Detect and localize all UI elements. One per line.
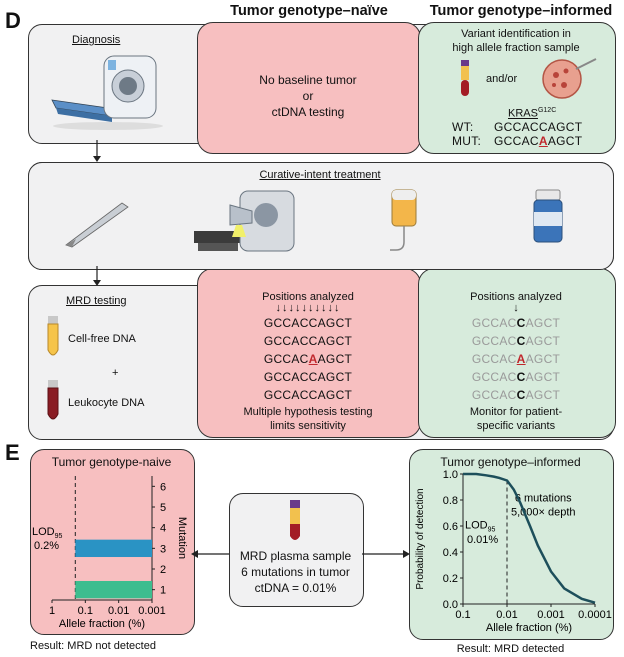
informed-result: Result: MRD detected (456, 643, 565, 655)
mut-sequence: GCCACAAGCT (494, 134, 583, 148)
mrd-testing-label: MRD testing (66, 295, 127, 307)
lod-value-label: 0.01% (467, 534, 498, 546)
lod-subscript: 95 (488, 527, 496, 534)
naive-sequence: GCCACCAGCT (263, 334, 353, 348)
naive-sequence: GCCACCAGCT (263, 370, 353, 384)
naive-mrd-box (197, 268, 421, 438)
informed-column-title: Tumor genotype–informed (429, 3, 613, 19)
wt-sequence: GCCACCAGCT (494, 120, 583, 134)
y-tick-label: 1 (160, 585, 166, 597)
x-tick-label: 0.01 (108, 605, 129, 617)
panel-d-letter: D (5, 8, 21, 33)
arrow-left-icon (191, 550, 229, 558)
x-tick-label: 0.0001 (578, 609, 612, 621)
informed-positions-title: Positions analyzed (470, 291, 562, 303)
arrow-right-icon (362, 550, 410, 558)
kras-label: KRASG12C (508, 107, 557, 120)
blood-tube-icon (461, 60, 469, 96)
wt-label: WT: (452, 120, 474, 134)
informed-sequence: GCCACCAGCT (471, 316, 561, 330)
diagnosis-label: Diagnosis (72, 34, 121, 46)
naive-position-arrows: ↓↓↓↓↓↓↓↓↓↓ (275, 302, 341, 314)
informed-footer: Monitor for patient- specific variants (469, 406, 563, 432)
lod-value-label: 0.2% (34, 540, 59, 552)
informed-sequence: GCCACCAGCT (471, 388, 561, 402)
naive-mutant-sequence: GCCACAAGCT (263, 352, 353, 366)
lod-label: LOD95 (32, 526, 63, 540)
naive-sequence: GCCACCAGCT (263, 388, 353, 402)
informed-chart-box (409, 449, 614, 640)
x-tick-label: 0.001 (138, 605, 166, 617)
y-tick-label: 6 (160, 481, 166, 493)
plus-sign: + (112, 367, 119, 379)
x-tick-label: 0.01 (496, 609, 517, 621)
plasma-tube-icon (290, 500, 300, 540)
y-tick-label: 0.8 (443, 495, 458, 507)
y-tick-label: 4 (160, 523, 166, 535)
informed-chart-title: Tumor genotype–informed (440, 455, 581, 469)
cfdna-label: Cell-free DNA (68, 333, 136, 345)
treatment-label: Curative-intent treatment (259, 169, 381, 181)
y-tick-label: 0.2 (443, 573, 458, 585)
mut-label: MUT: (452, 134, 482, 148)
naive-diagnosis-text: No baseline tumor or ctDNA testing (259, 73, 357, 119)
annotation-line: 5,000× depth (511, 507, 576, 519)
informed-sequence: GCCACCAGCT (471, 334, 561, 348)
bar-mutation-3 (75, 539, 152, 558)
y-tick-label: 0.0 (443, 599, 458, 611)
x-tick-label: 0.1 (455, 609, 470, 621)
treatment-row-front (28, 162, 614, 270)
naive-sequence: GCCACCAGCT (263, 316, 353, 330)
y-axis-label: Mutation (176, 517, 188, 559)
leukocyte-tube-icon (47, 380, 59, 420)
y-tick-label: 5 (160, 502, 166, 514)
leukocyte-label: Leukocyte DNA (68, 397, 145, 409)
x-axis-label: Allele fraction (%) (486, 622, 572, 634)
y-axis-label: Probability of detection (415, 488, 426, 589)
panel-e-letter: E (5, 440, 20, 465)
informed-mutant-sequence: GCCACAAGCT (471, 352, 561, 366)
and-or-text: and/or (486, 73, 518, 85)
detection-curve (463, 472, 596, 604)
y-tick-label: 2 (160, 564, 166, 576)
x-tick-label: 1 (49, 605, 55, 617)
lod-subscript: 95 (55, 533, 63, 540)
radiation-machine-icon (194, 190, 295, 252)
x-tick-label: 0.001 (537, 609, 565, 621)
informed-sequence: GCCACCAGCT (471, 370, 561, 384)
informed-detection-chart: 0.1 0.01 0.001 0.0001 0.0 0.2 0.4 0.6 0.8 1.0Prob… (415, 469, 612, 634)
y-tick-label: 1.0 (443, 469, 458, 481)
tumor-tissue-icon (542, 58, 597, 99)
naive-footer: Multiple hypothesis testing limits sensi… (243, 406, 373, 432)
cfdna-tube-icon (47, 316, 59, 356)
ct-scanner-icon (51, 55, 163, 130)
annotation-line: 6 mutations (515, 492, 572, 504)
scalpel-icon (65, 202, 129, 248)
naive-column-title: Tumor genotype–naïve (230, 3, 388, 19)
x-tick-label: 0.1 (78, 605, 93, 617)
informed-mrd-box (418, 268, 616, 438)
y-tick-label: 3 (160, 543, 166, 555)
informed-diagnosis-box (418, 22, 616, 154)
y-tick-label: 0.6 (443, 521, 458, 533)
y-tick-label: 0.4 (443, 547, 458, 559)
variant-identification-text: Variant identification in high allele fr… (452, 28, 580, 54)
lod-label: LOD95 (465, 520, 496, 534)
naive-diagnosis-box (197, 22, 421, 154)
x-axis-label: Allele fraction (%) (59, 618, 145, 630)
naive-positions-title: Positions analyzed (262, 291, 354, 303)
naive-result: Result: MRD not detected (30, 640, 156, 652)
iv-bag-icon (390, 189, 417, 251)
naive-chart-title: Tumor genotype-naive (51, 455, 172, 469)
informed-position-arrow: ↓ (513, 302, 519, 314)
bar-mutation-1 (75, 580, 152, 599)
pill-bottle-icon (533, 189, 563, 243)
arrow-down-icon (93, 266, 101, 286)
arrow-down-icon (93, 140, 101, 162)
mrd-sample-text: MRD plasma sample 6 mutations in tumor c… (239, 549, 352, 595)
